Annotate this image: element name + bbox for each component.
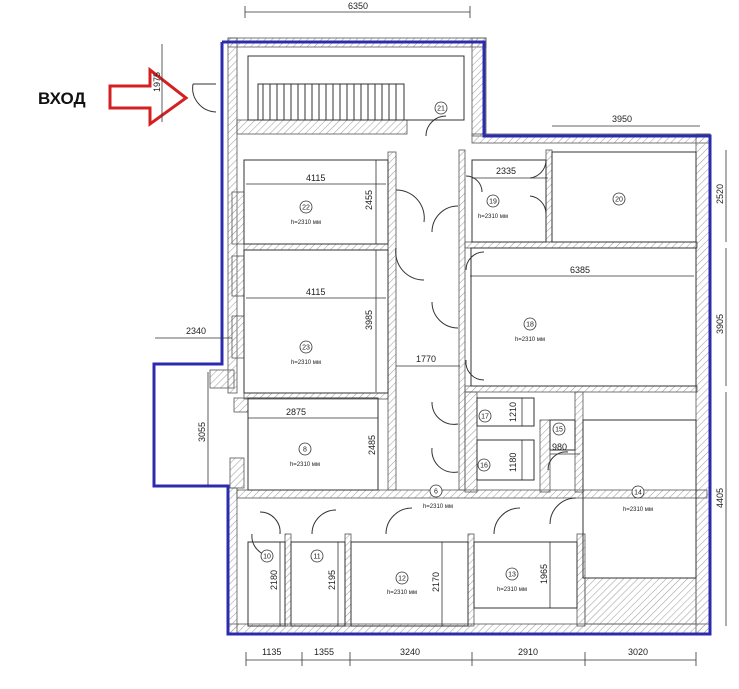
dim-bottom-1135: 1135	[262, 647, 281, 657]
room-markers	[260, 101, 645, 585]
entrance-label: ВХОД	[38, 89, 86, 108]
dim-bottom-3020: 3020	[628, 647, 648, 657]
dim-2180: 2180	[269, 570, 279, 590]
room-21-number: 21	[437, 106, 445, 113]
dim-r8-width: 2875	[286, 407, 306, 417]
dim-r22-width: 4115	[306, 173, 325, 183]
room-19-number: 19	[489, 199, 497, 206]
dim-2170: 2170	[431, 572, 441, 592]
dim-1210: 1210	[508, 402, 518, 422]
dimension-lines	[155, 6, 727, 666]
room-10-number: 10	[263, 554, 271, 561]
dim-2335: 2335	[496, 166, 516, 176]
dim-r22-height: 2455	[364, 190, 374, 210]
room-23-number: 23	[302, 345, 310, 352]
entrance-arrow	[108, 66, 189, 127]
dim-1965: 1965	[539, 564, 549, 584]
room-12-height: h=2310 мм	[387, 590, 417, 596]
room-18-number: 18	[526, 322, 534, 329]
room-numbers: 22 23 8 21 19 20 18 17 16 15 14 6 10 11 …	[263, 106, 642, 583]
dim-r23-height: 3985	[364, 310, 374, 330]
room-11-number: 11	[313, 554, 320, 561]
dim-3950: 3950	[612, 114, 632, 124]
dim-entrance-width: 1975	[152, 72, 162, 92]
staircase	[257, 83, 405, 121]
room-20-number: 20	[615, 197, 623, 204]
dim-980: 980	[552, 442, 567, 452]
dim-4405: 4405	[715, 488, 725, 508]
dim-1180: 1180	[508, 453, 518, 472]
room-14-number: 14	[634, 490, 642, 497]
room-12-number: 12	[398, 576, 406, 583]
dim-2195: 2195	[327, 570, 337, 590]
room-22-height: h=2310 мм	[291, 220, 321, 226]
room-6-height: h=2310 мм	[423, 504, 453, 510]
doors	[192, 83, 577, 557]
dim-2340: 2340	[186, 326, 206, 336]
room-8-height: h=2310 мм	[290, 462, 320, 468]
room-13-height: h=2310 мм	[497, 587, 527, 593]
room-19-height: h=2310 мм	[478, 214, 508, 220]
dim-3905: 3905	[715, 314, 725, 334]
room-6-number: 6	[434, 489, 438, 496]
room-15-number: 15	[555, 427, 563, 434]
dim-r8-height: 2485	[367, 435, 377, 455]
room-8-number: 8	[303, 447, 307, 454]
room-14-height: h=2310 мм	[623, 507, 653, 513]
dim-top-width: 6350	[348, 1, 368, 11]
dim-r23-width: 4115	[306, 287, 325, 297]
room-13-number: 13	[508, 572, 516, 579]
dim-1770: 1770	[416, 354, 436, 364]
height-notes: h=2310 мм h=2310 мм h=2310 мм h=2310 мм …	[290, 214, 653, 596]
room-17-number: 17	[481, 414, 489, 421]
dim-bottom-1355: 1355	[314, 647, 334, 657]
room-16-number: 16	[480, 463, 488, 470]
room-18-height: h=2310 мм	[515, 337, 545, 343]
room-outlines	[243, 55, 697, 627]
tenant-boundary	[152, 40, 712, 636]
dim-2520: 2520	[715, 184, 725, 204]
dimension-labels: 6350 1975 3950 2335 4115 2455 4115 3985 …	[152, 1, 725, 657]
dim-3055: 3055	[197, 422, 207, 442]
dim-bottom-2910: 2910	[518, 647, 538, 657]
dim-r18-width: 6385	[570, 265, 590, 275]
dim-bottom-3240: 3240	[400, 647, 420, 657]
room-22-number: 22	[302, 205, 310, 212]
room-23-height: h=2310 мм	[291, 360, 321, 366]
